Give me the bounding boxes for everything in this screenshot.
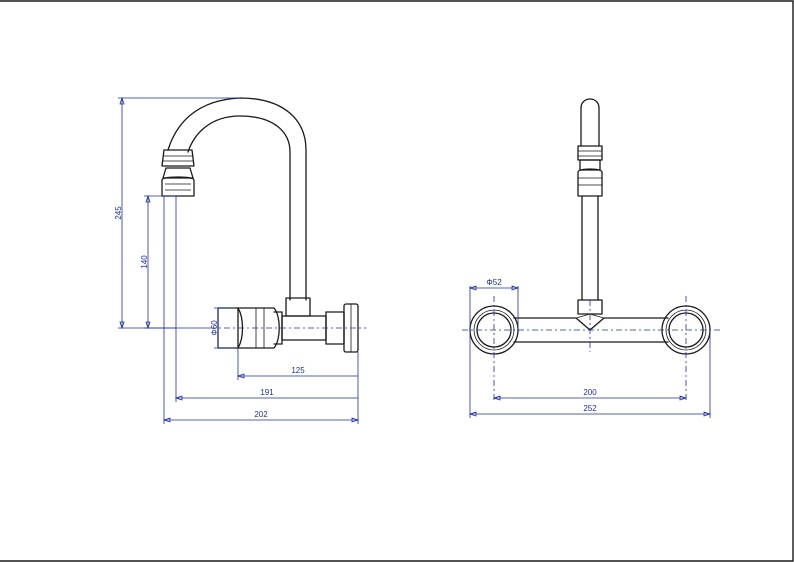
dimension-125-label: 125	[291, 366, 305, 375]
dimension-flange-diameter: Φ52	[468, 278, 520, 330]
dimension-202-label: 202	[254, 410, 268, 419]
dimension-phi60-label: Φ60	[210, 320, 219, 336]
dimension-wall-to-handle: 191	[174, 196, 358, 402]
aerator	[161, 149, 195, 197]
spout	[167, 97, 307, 301]
dimension-wall-to-outlet: 202	[162, 196, 360, 424]
spout-outer-edge	[167, 97, 307, 301]
dimension-phi52-label: Φ52	[486, 278, 502, 287]
dimension-252-label: 252	[583, 404, 597, 413]
dimension-handle-diameter: Φ60	[210, 307, 234, 349]
dimension-overall-width: 252	[468, 330, 712, 418]
dimension-center-to-center: 200	[492, 388, 688, 401]
dimension-200-label: 200	[583, 388, 597, 397]
dimension-total-height: 245	[114, 96, 240, 330]
dimension-wall-to-body: 125	[236, 348, 358, 380]
dimension-outlet-height: 140	[140, 194, 176, 330]
spout-collar	[285, 297, 311, 317]
spout-tube-front	[577, 98, 603, 301]
front-view: Φ52 200 252	[462, 98, 720, 418]
spout-inner-edge	[187, 115, 291, 301]
dimension-191-label: 191	[260, 388, 274, 397]
horizontal-body	[513, 313, 669, 343]
side-view: 245 140 Φ60 125 191 202	[114, 96, 366, 424]
dimension-140-label: 140	[140, 255, 149, 269]
dimension-245-label: 245	[114, 206, 123, 220]
